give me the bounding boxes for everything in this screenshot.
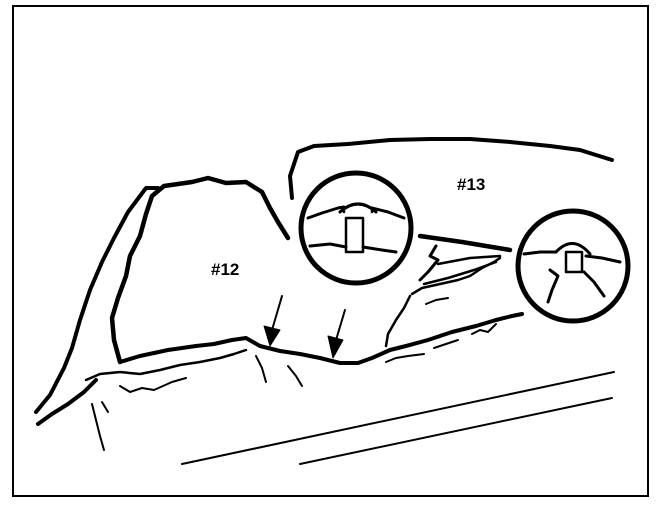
- part-12-outline: [112, 178, 288, 362]
- part-12-label: #12: [211, 260, 239, 280]
- body-line-upper: [182, 372, 614, 464]
- arrow-down-icon: [328, 310, 345, 358]
- broken-surface-13b: [386, 296, 410, 346]
- part-12-bottom-edge: [120, 314, 522, 363]
- broken-surface-13c: [426, 298, 448, 304]
- arrow-down-icon: [264, 296, 282, 346]
- detail-callout-left: [301, 173, 411, 283]
- lower-body-edge: [86, 350, 246, 380]
- part-13-label: #13: [457, 175, 485, 195]
- crack-right-b: [434, 340, 458, 348]
- body-line-lower: [300, 398, 612, 464]
- detail-callout-right: [518, 211, 628, 321]
- crack-under-12: [256, 356, 266, 382]
- lower-body-crack: [92, 404, 104, 450]
- part-13-strip-zig: [420, 246, 438, 280]
- crack-under-12b: [288, 366, 302, 386]
- lower-body-jag: [120, 378, 186, 392]
- crack-right-a: [386, 354, 424, 362]
- lower-body-crack2: [102, 402, 108, 412]
